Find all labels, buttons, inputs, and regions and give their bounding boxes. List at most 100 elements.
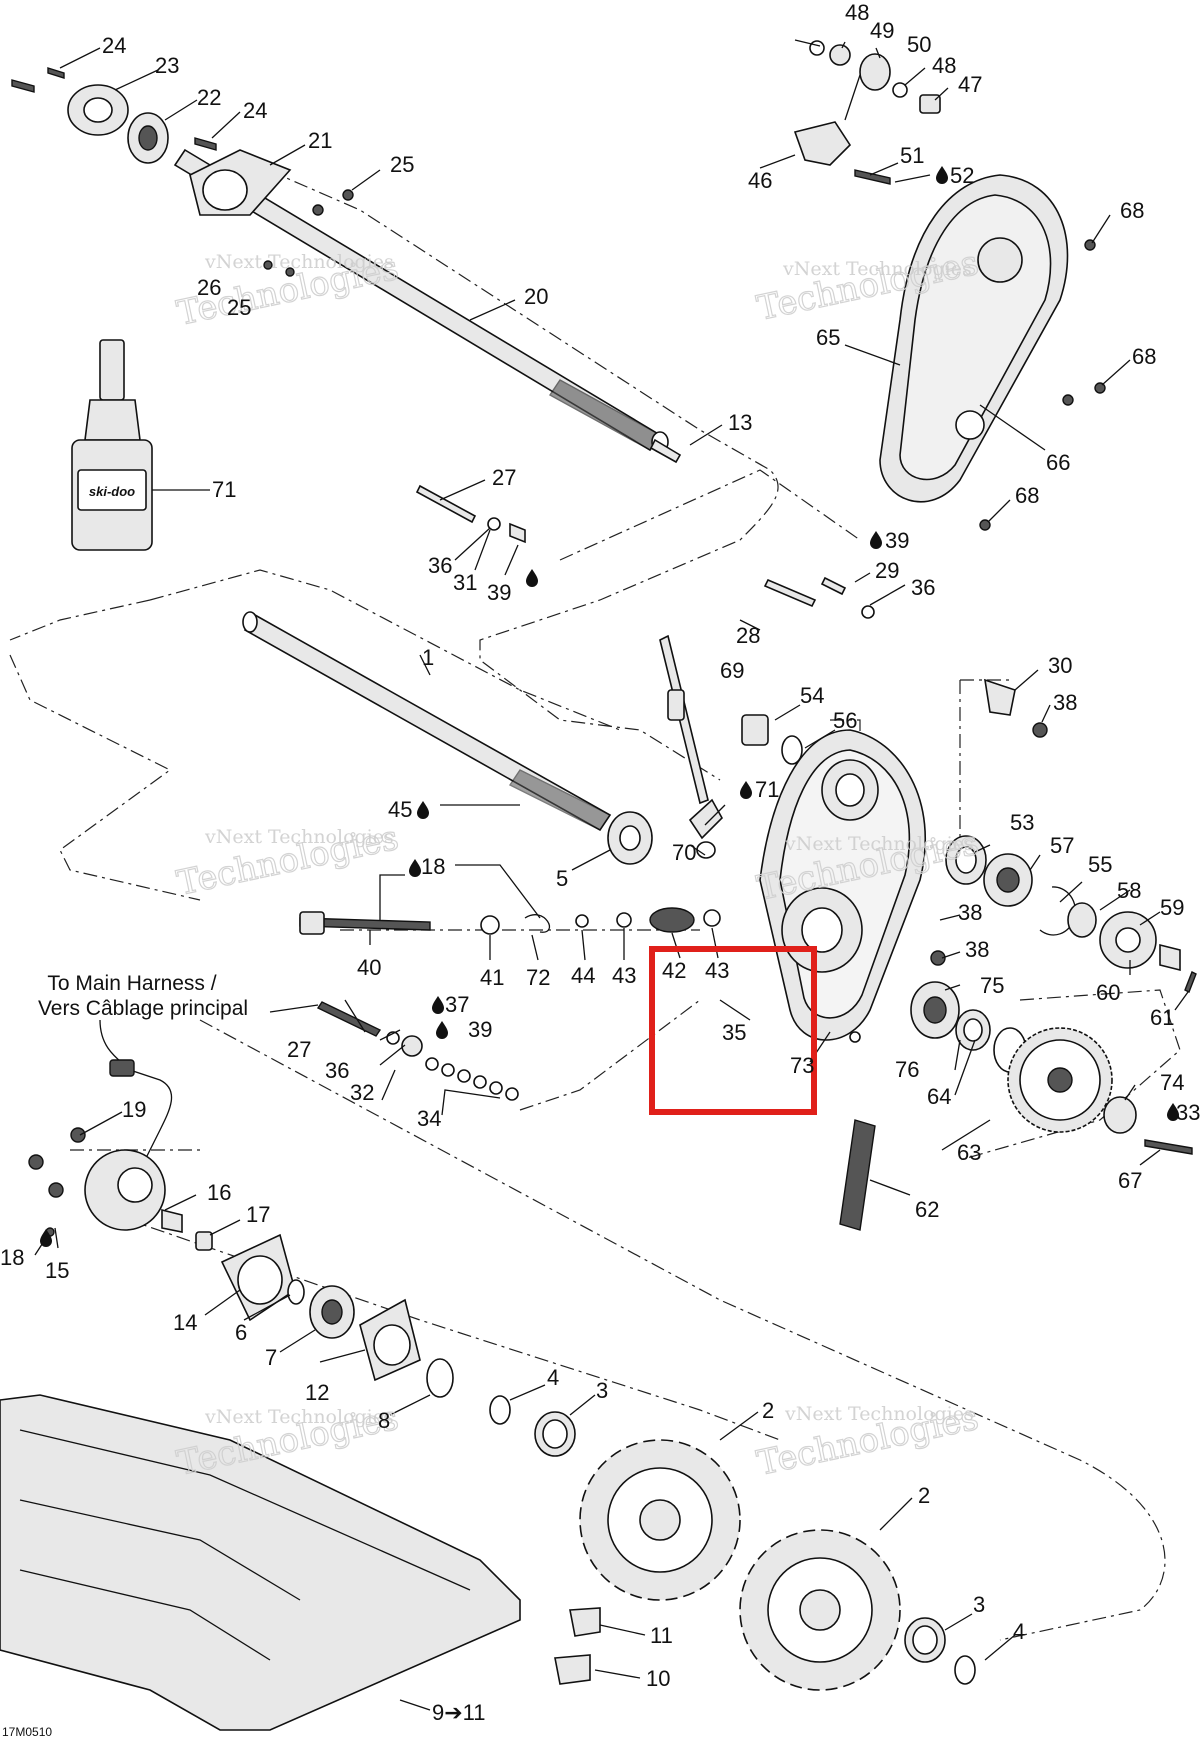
callout-61: 61 [1150,1005,1174,1030]
callout-48: 48 [932,53,956,78]
callout-36: 36 [428,553,452,578]
callout-32: 32 [350,1080,374,1105]
callout-75: 75 [980,973,1004,998]
callout-8: 8 [378,1408,390,1433]
callout-42: 42 [662,958,686,983]
callout-26: 26 [197,275,221,300]
callout-12: 12 [305,1380,329,1405]
callout-13: 13 [728,410,752,435]
callout-70: 70 [672,840,696,865]
callout-66: 66 [1046,450,1070,475]
callout-44: 44 [571,963,595,988]
callout-2: 2 [762,1398,774,1423]
callout-76: 76 [895,1057,919,1082]
callout-54: 54 [800,683,824,708]
bottle-brand-label: ski-doo [89,484,135,499]
callout-25: 25 [227,295,251,320]
callout-72: 72 [526,965,550,990]
callout-68: 68 [1132,344,1156,369]
callout-45: 45 [388,797,412,822]
callout-15: 15 [45,1258,69,1283]
callout-24: 24 [243,98,267,123]
callout-39: 39 [468,1017,492,1042]
callout-7: 7 [265,1345,277,1370]
callout-47: 47 [958,72,982,97]
callout-10: 10 [646,1666,670,1691]
callout-23: 23 [155,53,179,78]
callout-22: 22 [197,85,221,110]
diagram-code: 17M0510 [2,1725,52,1739]
track-belt [0,1394,601,1731]
chaincase-housing [696,714,926,1041]
callout-48: 48 [845,0,869,25]
callout-17: 17 [246,1202,270,1227]
callout-28: 28 [736,623,760,648]
svg-text:vNext Technologies: vNext Technologies [204,826,394,848]
callout-38: 38 [958,900,982,925]
callout-69: 69 [720,658,744,683]
callout-29: 29 [875,558,899,583]
callout-62: 62 [915,1197,939,1222]
callout-19: 19 [122,1097,146,1122]
callout-73: 73 [790,1053,814,1078]
callout-25: 25 [390,152,414,177]
callout-36: 36 [325,1058,349,1083]
callout-5: 5 [556,866,568,891]
dipstick-and-bolts [415,484,1048,840]
callout-52: 52 [950,163,974,188]
callout-59: 59 [1160,895,1184,920]
callout-6: 6 [235,1320,247,1345]
drive-shaft-assembly [11,67,682,464]
callout-65: 65 [816,325,840,350]
callout-64: 64 [927,1084,951,1109]
svg-text:vNext Technologies: vNext Technologies [784,833,974,855]
callout-38: 38 [1053,690,1077,715]
callout-34: 34 [417,1106,441,1131]
callout-36: 36 [911,575,935,600]
callout-4: 4 [1013,1619,1025,1644]
callout-38: 38 [965,937,989,962]
callout-39: 39 [885,528,909,553]
callout-11: 11 [650,1623,673,1648]
callout-68: 68 [1015,483,1039,508]
callout-46: 46 [748,168,772,193]
gear-set [839,835,1197,1231]
callout-58: 58 [1117,878,1141,903]
callout-20: 20 [524,284,548,309]
callout-53: 53 [1010,810,1034,835]
callout-1: 1 [422,645,434,670]
callout-43: 43 [612,963,636,988]
callout-18: 18 [0,1245,24,1270]
svg-text:vNext Technologies: vNext Technologies [204,251,394,273]
callout-43: 43 [705,958,729,983]
callout-3: 3 [596,1378,608,1403]
callout-55: 55 [1088,852,1112,877]
callout-35: 35 [722,1020,746,1045]
callout-27: 27 [492,465,516,490]
tensioner-hardware [299,907,721,1101]
callout-39: 39 [487,580,511,605]
callout-2: 2 [918,1483,930,1508]
callout-33: 33 [1176,1100,1200,1125]
callout-21: 21 [308,128,332,153]
callout-71: 71 [212,477,236,502]
callout-49: 49 [870,18,894,43]
callout-27: 27 [287,1037,311,1062]
harness-note-line2: Vers Câblage principal [38,997,248,1020]
callout-37: 37 [445,992,469,1017]
callout-63: 63 [957,1140,981,1165]
callout-30: 30 [1048,653,1072,678]
chaincase-cover [793,40,1106,531]
callout-18: 18 [421,854,445,879]
callout-3: 3 [973,1592,985,1617]
callout-67: 67 [1118,1168,1142,1193]
track-sprockets [579,1439,901,1691]
svg-text:vNext Technologies: vNext Technologies [782,258,972,280]
callout-41: 41 [480,965,504,990]
callout-71: 71 [755,777,779,802]
oil-bottle [71,339,153,551]
callout-14: 14 [173,1310,197,1335]
callout-16: 16 [207,1180,231,1205]
